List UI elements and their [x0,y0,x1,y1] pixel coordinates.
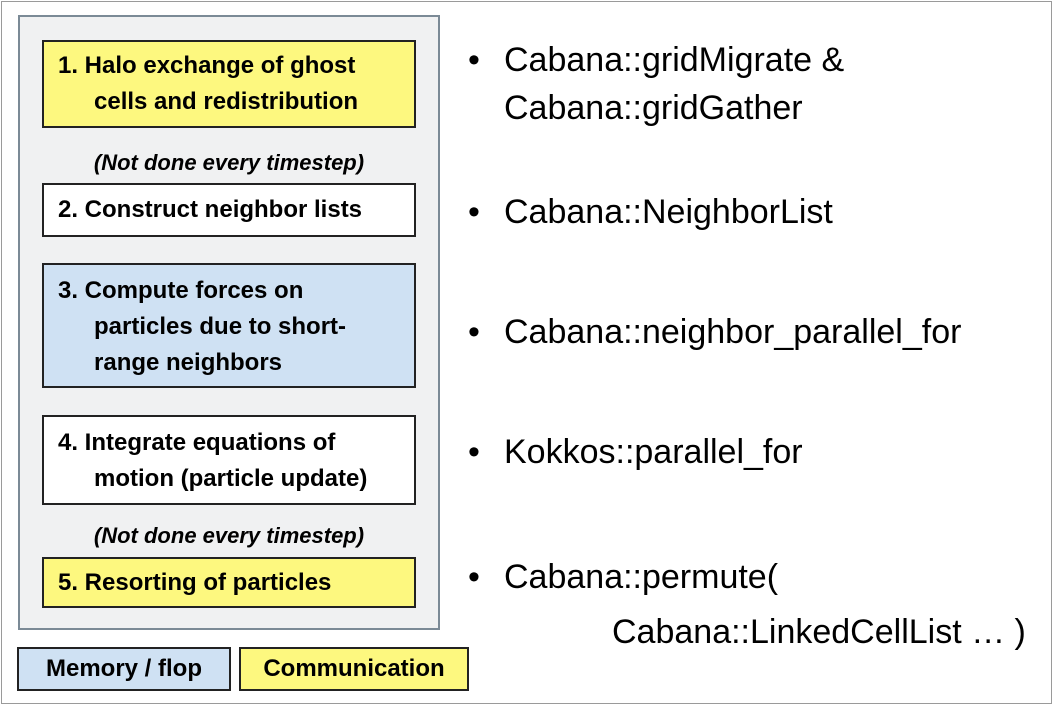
step-4-line-1: 4. Integrate equations of [58,429,336,456]
legend-communication: Communication [239,647,469,691]
step-compute-forces: 3. Compute forces on particles due to sh… [42,263,416,388]
bullet-dot: • [468,41,480,79]
bullet-4-line-1: Kokkos::parallel_for [504,433,803,471]
bullet-1-line-2: Cabana::gridGather [504,89,803,127]
step-3-line-3: range neighbors [94,349,283,376]
step-halo-exchange: 1. Halo exchange of ghost cells and redi… [42,40,416,128]
step-2-line-1: 2. Construct neighbor lists [58,196,363,223]
bullet-3-line-1: Cabana::neighbor_parallel_for [504,313,962,351]
bullet-dot: • [468,313,480,351]
bullet-5-line-1: Cabana::permute( [504,558,779,596]
note-not-every-timestep-1: (Not done every timestep) [93,150,365,175]
bullet-2-line-1: Cabana::NeighborList [504,193,833,231]
step-3-line-1: 3. Compute forces on [58,277,304,304]
step-3-line-2: particles due to short- [94,313,347,340]
step-4-line-2: motion (particle update) [94,465,368,492]
bullet-dot: • [468,193,480,231]
step-resorting-particles: 5. Resorting of particles [42,557,416,608]
step-1-line-2: cells and redistribution [94,88,359,115]
step-5-line-1: 5. Resorting of particles [58,569,332,596]
note-not-every-timestep-2: (Not done every timestep) [93,523,365,548]
bullet-dot: • [468,433,480,471]
step-construct-neighbor-lists: 2. Construct neighbor lists [42,183,416,237]
step-1-line-1: 1. Halo exchange of ghost [58,52,356,79]
bullet-1-line-1: Cabana::gridMigrate & [504,41,845,79]
bullet-dot: • [468,558,480,596]
bullet-5-line-2: Cabana::LinkedCellList … ) [612,613,1026,651]
step-integrate-equations: 4. Integrate equations of motion (partic… [42,415,416,505]
legend-memory-flop: Memory / flop [17,647,231,691]
